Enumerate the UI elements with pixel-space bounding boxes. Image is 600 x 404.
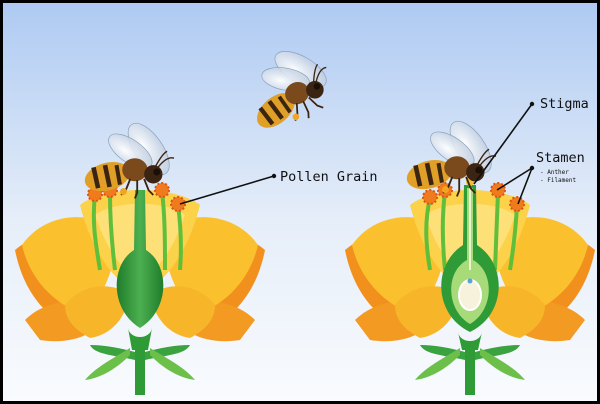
- label-pollen-grain: Pollen Grain: [280, 169, 378, 185]
- label-stigma: Stigma: [540, 96, 589, 112]
- ovule: [459, 280, 481, 310]
- right-filament-2: [443, 192, 445, 270]
- pollen-nucleus: [468, 279, 473, 284]
- pollen-tube: [469, 188, 471, 270]
- label-filament: - Filament: [540, 177, 577, 184]
- label-stamen: Stamen: [536, 150, 585, 166]
- label-anther: - Anther: [540, 169, 569, 176]
